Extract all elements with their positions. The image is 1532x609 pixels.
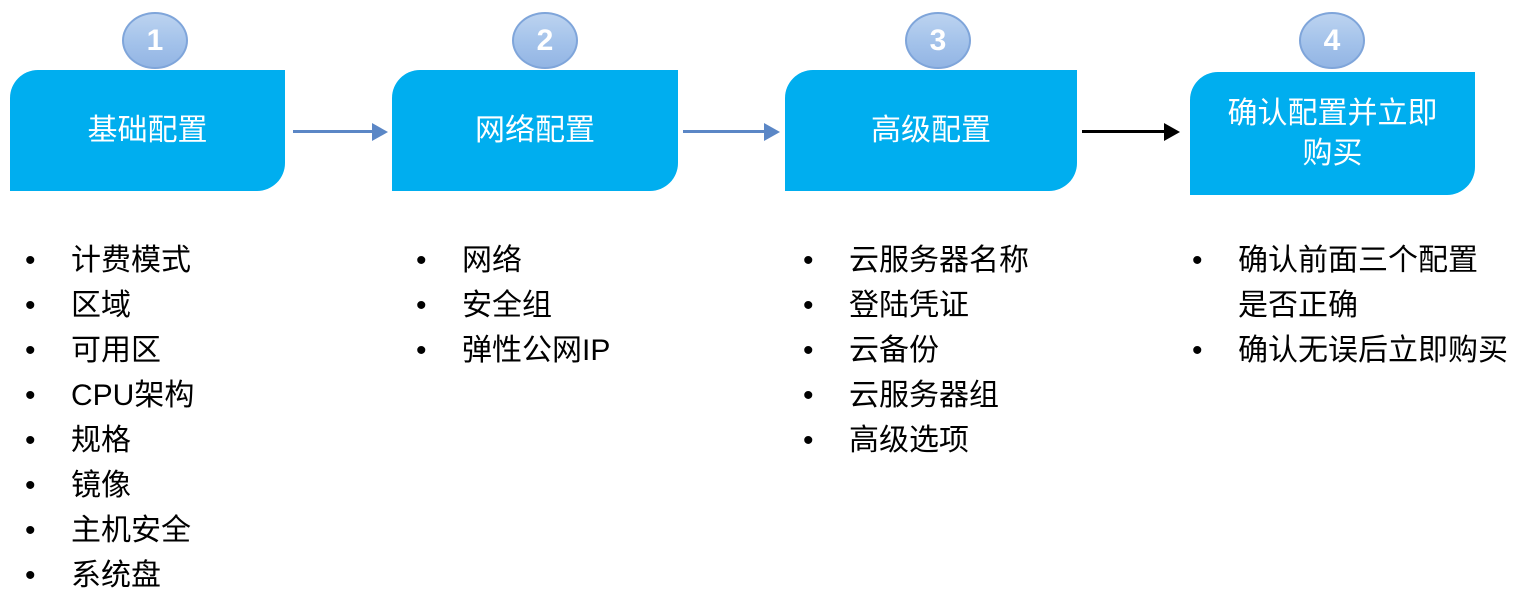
arrow-line	[1082, 130, 1168, 133]
list-item-text: 计费模式	[71, 244, 191, 277]
arrow-head-icon	[1164, 123, 1180, 141]
list-item-text: 弹性公网IP	[462, 334, 611, 367]
bullet-icon: •	[25, 514, 36, 547]
step-2-title: 网络配置	[475, 113, 595, 147]
arrow-line	[683, 130, 768, 133]
list-item-text: 安全组	[462, 289, 552, 322]
list-item: • 系统盘	[25, 553, 194, 598]
step-2-list: • 网络 • 安全组 • 弹性公网IP	[416, 238, 610, 373]
step-2-box-network-config: 网络配置	[392, 70, 678, 191]
arrow-head-icon	[764, 123, 780, 141]
bullet-icon: •	[1192, 244, 1203, 277]
list-item-text: 区域	[71, 289, 131, 322]
step-4-title: 确认配置并立即 购买	[1227, 96, 1438, 170]
list-item: • 云备份	[803, 328, 1029, 373]
list-item: • 确认无误后立即购买	[1192, 328, 1508, 373]
arrow-step1-to-step2	[293, 123, 388, 141]
list-item: • CPU架构	[25, 373, 194, 418]
bullet-icon: •	[803, 289, 814, 322]
list-item: • 规格	[25, 418, 194, 463]
step-1-number: 1	[146, 23, 164, 57]
list-item-text: 规格	[71, 424, 131, 457]
step-4-number: 4	[1323, 23, 1341, 57]
step-1-badge: 1	[122, 12, 188, 69]
bullet-icon: •	[803, 334, 814, 367]
list-item-text: 系统盘	[71, 559, 161, 592]
bullet-icon: •	[803, 244, 814, 277]
list-item-text: 网络	[462, 244, 522, 277]
list-item-text: 登陆凭证	[849, 289, 969, 322]
list-item-text: 可用区	[71, 334, 161, 367]
step-3-box-advanced-config: 高级配置	[785, 70, 1077, 191]
bullet-icon: •	[416, 289, 427, 322]
step-3-number: 3	[929, 23, 947, 57]
list-item-text: 云备份	[849, 334, 939, 367]
step-4-box-confirm-purchase: 确认配置并立即 购买	[1190, 72, 1475, 195]
list-item-text: 云服务器名称	[849, 244, 1029, 277]
list-item: • 云服务器组	[803, 373, 1029, 418]
step-4-badge: 4	[1299, 12, 1365, 69]
list-item: • 安全组	[416, 283, 610, 328]
list-item: • 镜像	[25, 463, 194, 508]
list-item-text: 主机安全	[71, 514, 191, 547]
bullet-icon: •	[25, 469, 36, 502]
step-4-list: • 确认前面三个配置 是否正确 • 确认无误后立即购买	[1192, 238, 1508, 373]
list-item-text: 镜像	[71, 469, 131, 502]
bullet-icon: •	[1192, 334, 1203, 367]
bullet-icon: •	[25, 379, 36, 412]
list-item: • 弹性公网IP	[416, 328, 610, 373]
list-item: • 区域	[25, 283, 194, 328]
step-1-box-basic-config: 基础配置	[10, 70, 285, 191]
step-1-list: • 计费模式 • 区域 • 可用区 • CPU架构 • 规格 • 镜像 • 主机…	[25, 238, 194, 598]
arrow-head-icon	[372, 123, 388, 141]
list-item-text: 确认前面三个配置 是否正确	[1238, 244, 1478, 322]
list-item: • 高级选项	[803, 418, 1029, 463]
list-item-text: 确认无误后立即购买	[1238, 334, 1508, 367]
bullet-icon: •	[25, 244, 36, 277]
list-item: • 登陆凭证	[803, 283, 1029, 328]
bullet-icon: •	[25, 334, 36, 367]
bullet-icon: •	[25, 289, 36, 322]
list-item: • 云服务器名称	[803, 238, 1029, 283]
step-3-title: 高级配置	[871, 113, 991, 147]
step-2-number: 2	[536, 23, 554, 57]
bullet-icon: •	[803, 379, 814, 412]
step-3-badge: 3	[905, 12, 971, 69]
bullet-icon: •	[416, 244, 427, 277]
bullet-icon: •	[803, 424, 814, 457]
list-item-text: 高级选项	[849, 424, 969, 457]
step-2-badge: 2	[512, 12, 578, 69]
list-item: • 主机安全	[25, 508, 194, 553]
arrow-line	[293, 130, 376, 133]
list-item: • 确认前面三个配置 是否正确	[1192, 238, 1508, 328]
list-item: • 可用区	[25, 328, 194, 373]
step-1-title: 基础配置	[87, 113, 208, 147]
bullet-icon: •	[416, 334, 427, 367]
list-item: • 网络	[416, 238, 610, 283]
bullet-icon: •	[25, 559, 36, 592]
arrow-step3-to-step4	[1082, 123, 1180, 141]
list-item-text: 云服务器组	[849, 379, 999, 412]
list-item: • 计费模式	[25, 238, 194, 283]
bullet-icon: •	[25, 424, 36, 457]
arrow-step2-to-step3	[683, 123, 780, 141]
list-item-text: CPU架构	[71, 379, 195, 412]
step-3-list: • 云服务器名称 • 登陆凭证 • 云备份 • 云服务器组 • 高级选项	[803, 238, 1029, 463]
